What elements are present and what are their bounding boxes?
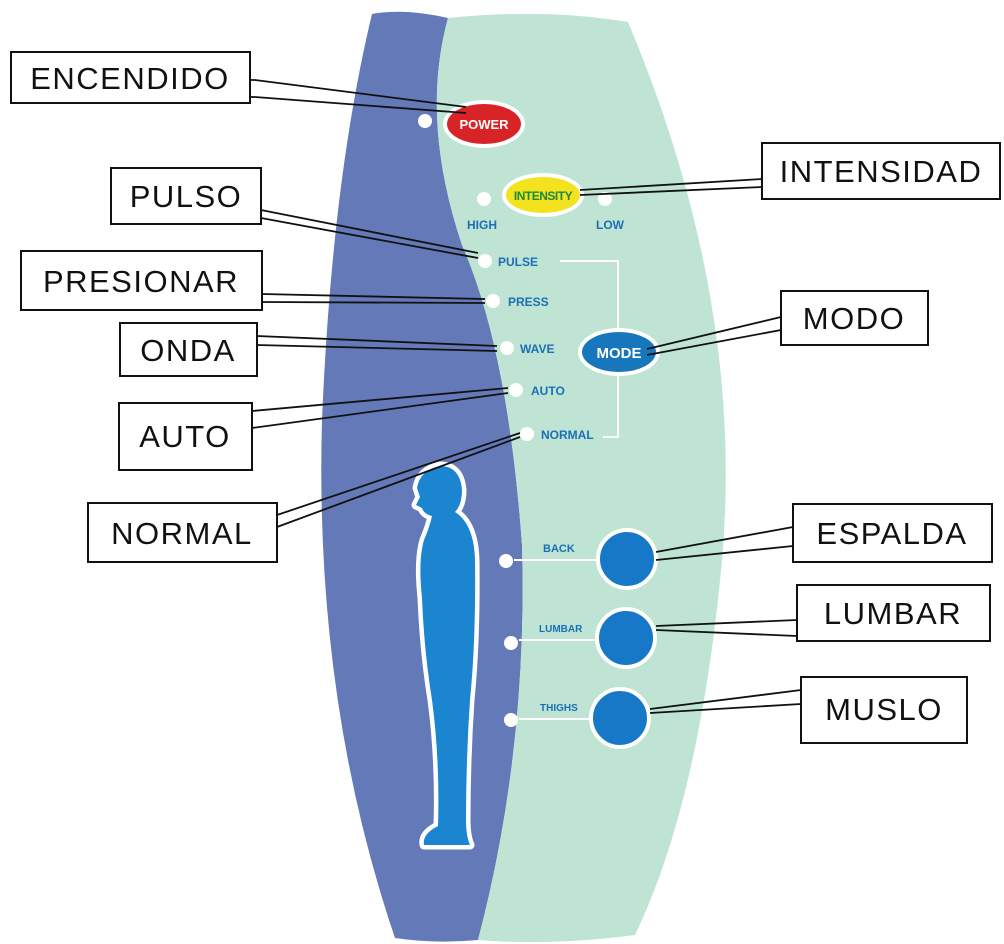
svg-text:AUTO: AUTO	[139, 419, 231, 454]
svg-text:MUSLO: MUSLO	[825, 692, 943, 727]
lumbar-button[interactable]	[597, 609, 655, 667]
callout-lumbar: LUMBAR	[797, 585, 990, 641]
svg-text:INTENSIDAD: INTENSIDAD	[780, 154, 983, 189]
callout-back: ESPALDA	[793, 504, 992, 562]
intensity-low-label: LOW	[596, 218, 625, 232]
svg-text:ONDA: ONDA	[140, 333, 236, 368]
callout-normal: NORMAL	[88, 503, 277, 562]
intensity-high-led	[477, 192, 491, 206]
mode-label-press: PRESS	[508, 295, 549, 309]
zone-led-lumbar	[504, 636, 518, 650]
svg-text:MODO: MODO	[803, 301, 905, 336]
svg-text:LUMBAR: LUMBAR	[824, 596, 962, 631]
mode-label-pulse: PULSE	[498, 255, 538, 269]
mode-led-press	[486, 294, 500, 308]
back-button[interactable]	[598, 530, 656, 588]
remote-panel	[321, 12, 725, 942]
callout-auto: AUTO	[119, 403, 252, 470]
zone-led-back	[499, 554, 513, 568]
zone-label-thighs: THIGHS	[540, 703, 578, 714]
zone-led-thighs	[504, 713, 518, 727]
power-button[interactable]: POWER	[443, 100, 525, 148]
mode-led-pulse	[478, 254, 492, 268]
svg-text:ENCENDIDO: ENCENDIDO	[30, 61, 230, 96]
mode-label-normal: NORMAL	[541, 428, 594, 442]
intensity-button-label: INTENSITY	[514, 189, 573, 203]
mode-button[interactable]: MODE	[578, 328, 660, 376]
mode-led-auto	[509, 383, 523, 397]
callout-mode: MODO	[781, 291, 928, 345]
mode-led-normal	[520, 427, 534, 441]
svg-text:PULSO: PULSO	[130, 179, 243, 214]
power-led	[418, 114, 432, 128]
svg-text:ESPALDA: ESPALDA	[816, 516, 967, 551]
intensity-high-label: HIGH	[467, 218, 497, 232]
svg-text:PRESIONAR: PRESIONAR	[43, 264, 239, 299]
callout-intensity: INTENSIDAD	[762, 143, 1000, 199]
thighs-button[interactable]	[591, 689, 649, 747]
power-button-label: POWER	[459, 117, 509, 132]
zone-label-back: BACK	[543, 543, 575, 555]
callout-press: PRESIONAR	[21, 251, 262, 310]
callout-pulse: PULSO	[111, 168, 261, 224]
mode-label-auto: AUTO	[531, 384, 565, 398]
svg-text:NORMAL: NORMAL	[111, 516, 253, 551]
callout-thighs: MUSLO	[801, 677, 967, 743]
callout-power: ENCENDIDO	[11, 52, 250, 103]
callout-wave: ONDA	[120, 323, 257, 376]
zone-label-lumbar: LUMBAR	[539, 624, 583, 635]
mode-led-wave	[500, 341, 514, 355]
intensity-button[interactable]: INTENSITY	[502, 173, 584, 217]
mode-button-label: MODE	[597, 345, 642, 362]
mode-label-wave: WAVE	[520, 342, 554, 356]
